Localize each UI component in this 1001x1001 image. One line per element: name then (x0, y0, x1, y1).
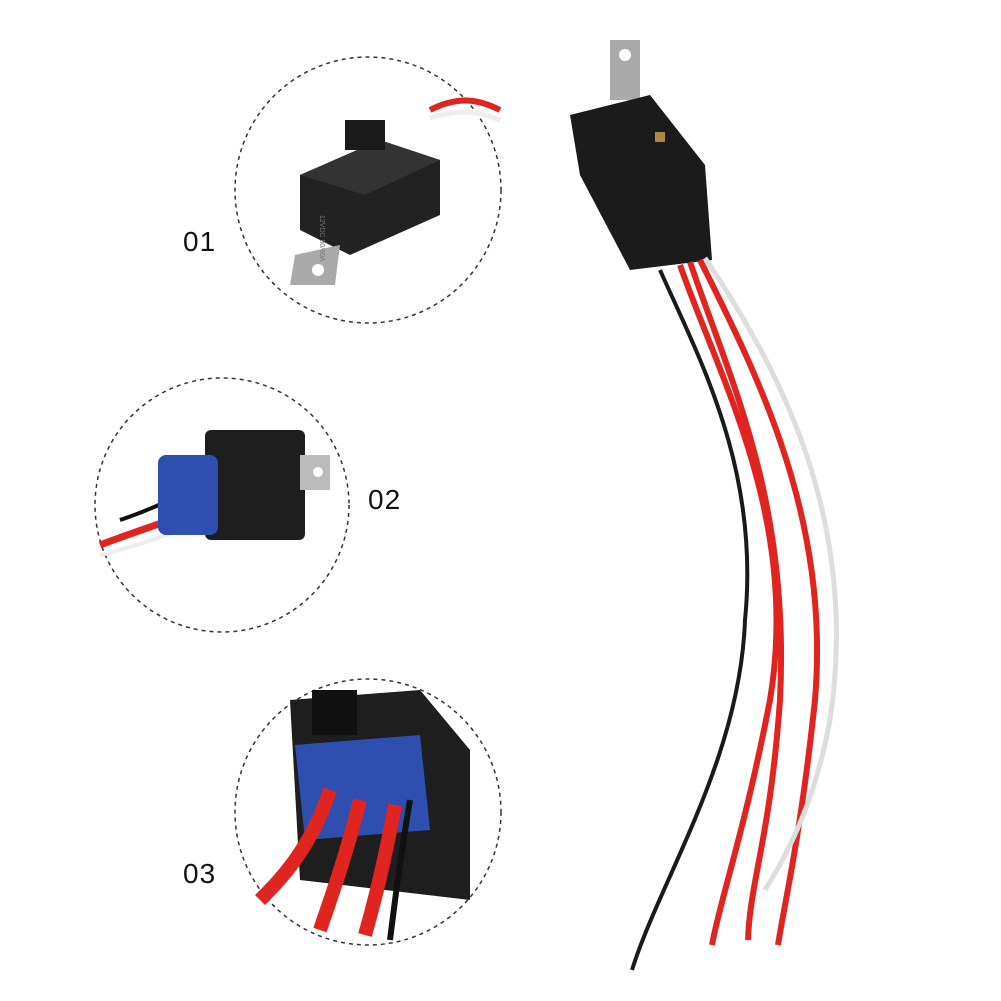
callout-label-01: 01 (183, 226, 217, 257)
callout-label-03: 03 (183, 858, 217, 889)
red-wire (677, 264, 780, 946)
blue-seal (158, 455, 218, 535)
detail-circle-02 (94, 377, 350, 633)
detail-circle-01: 12VDC 80/60A (234, 56, 502, 324)
red-wire (687, 261, 785, 941)
relay-housing (570, 95, 712, 270)
black-wire (630, 269, 750, 971)
white-wire (702, 256, 839, 892)
detail-circle-03 (234, 678, 502, 946)
red-wire (697, 258, 821, 946)
callout-label-02: 02 (368, 484, 402, 515)
main-relay-harness (570, 40, 839, 971)
relay-housing (205, 430, 305, 540)
relay-print-text: 12VDC 80/60A (318, 215, 325, 262)
